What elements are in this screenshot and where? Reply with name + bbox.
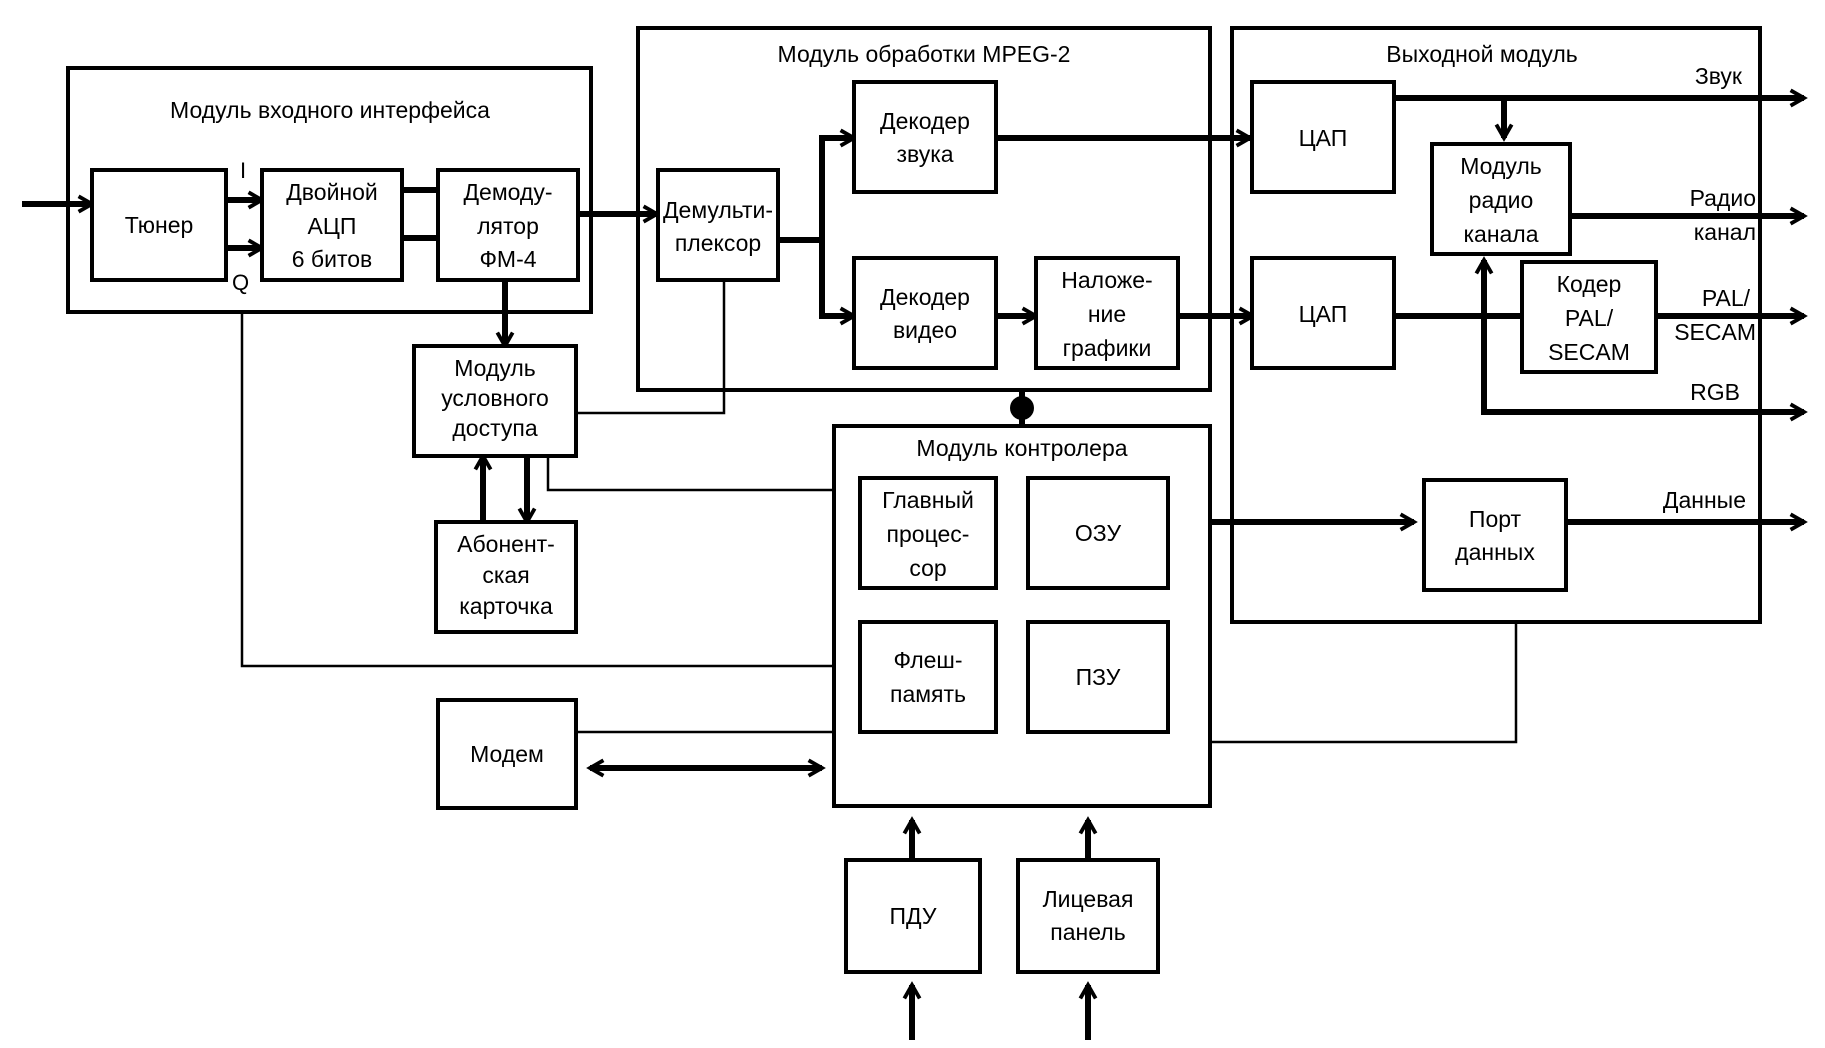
svg-text:доступа: доступа (452, 415, 537, 441)
rgb-out-arrow (1481, 316, 1808, 422)
svg-text:Абонент-: Абонент- (457, 531, 555, 557)
svg-text:Порт: Порт (1469, 506, 1522, 532)
svg-text:Кодер: Кодер (1557, 271, 1622, 297)
svg-text:PAL/: PAL/ (1565, 305, 1614, 331)
svg-text:сор: сор (909, 555, 946, 581)
tuner-block: Тюнер (90, 168, 228, 282)
svg-text:память: память (890, 681, 966, 707)
conditional-access-block: Модуль условного доступа (412, 344, 578, 458)
svg-text:SECAM: SECAM (1548, 339, 1630, 365)
svg-text:видео: видео (893, 317, 957, 343)
mpeg-module-frame (636, 26, 1212, 392)
svg-text:Модем: Модем (470, 741, 544, 767)
svg-text:Двойной: Двойной (286, 179, 378, 205)
radio-out-label-2: канал (1694, 219, 1756, 245)
adc-block: Двойной АЦП 6 битов (260, 168, 404, 282)
front-panel-block: Лицевая панель (1016, 858, 1160, 974)
bus-connector-node (1010, 396, 1034, 420)
data-out-label: Данные (1663, 487, 1746, 513)
svg-text:ние: ние (1088, 301, 1126, 327)
demux-to-access-line (576, 282, 726, 415)
svg-text:ПЗУ: ПЗУ (1076, 664, 1121, 690)
pal-encoder-block: Кодер PAL/ SECAM (1520, 260, 1658, 374)
mpeg-module-title: Модуль обработки MPEG-2 (778, 41, 1071, 67)
svg-text:лятор: лятор (477, 213, 539, 239)
svg-text:Демульти-: Демульти- (663, 197, 773, 223)
svg-text:Наложе-: Наложе- (1061, 267, 1152, 293)
demux-video-line (819, 240, 858, 326)
graphics-overlay-block: Наложе- ние графики (1034, 256, 1180, 370)
svg-text:Лицевая: Лицевая (1043, 886, 1134, 912)
svg-text:Модуль: Модуль (1460, 153, 1542, 179)
svg-text:условного: условного (441, 385, 549, 411)
svg-text:плексор: плексор (675, 230, 761, 256)
demodulator-block: Демоду- лятор ФМ-4 (436, 168, 580, 282)
flash-memory-block: Флеш- память (858, 620, 998, 734)
output-module-title: Выходной модуль (1386, 41, 1577, 67)
pal-out-label-1: PAL/ (1702, 285, 1751, 311)
remote-control-block: ПДУ (844, 858, 982, 974)
svg-text:Главный: Главный (882, 487, 974, 513)
svg-text:канала: канала (1463, 221, 1538, 247)
demux-branch-line (778, 128, 858, 243)
svg-text:Модуль: Модуль (454, 355, 536, 381)
sound-out-label: Звук (1695, 63, 1743, 89)
pal-out-label-2: SECAM (1674, 319, 1756, 345)
data-port-block: Порт данных (1422, 478, 1568, 592)
i-signal-label: I (240, 158, 246, 183)
svg-text:Декодер: Декодер (880, 108, 970, 134)
output-module-frame (1230, 26, 1762, 624)
radio-out-label-1: Радио (1690, 185, 1756, 211)
audio-dac-block: ЦАП (1250, 80, 1396, 194)
input-to-controller-line (240, 312, 834, 668)
q-signal-label: Q (232, 270, 249, 295)
main-processor-block: Главный процес- сор (858, 476, 998, 590)
rom-block: ПЗУ (1026, 620, 1170, 734)
svg-text:ЦАП: ЦАП (1299, 125, 1348, 151)
controller-to-output-line (1210, 622, 1518, 744)
demultiplexer-block: Демульти- плексор (656, 168, 780, 282)
access-to-controller-line (546, 456, 834, 492)
svg-text:6 битов: 6 битов (292, 246, 373, 272)
controller-module-title: Модуль контролера (916, 435, 1127, 461)
input-module-frame (66, 66, 593, 314)
svg-text:радио: радио (1469, 187, 1534, 213)
svg-text:ОЗУ: ОЗУ (1075, 520, 1122, 546)
svg-text:панель: панель (1050, 919, 1125, 945)
svg-text:процес-: процес- (887, 521, 970, 547)
svg-text:Флеш-: Флеш- (893, 647, 962, 673)
modem-block: Модем (436, 698, 578, 810)
svg-text:графики: графики (1063, 335, 1152, 361)
svg-text:данных: данных (1455, 539, 1535, 565)
ram-block: ОЗУ (1026, 476, 1170, 590)
svg-text:звука: звука (896, 141, 953, 167)
svg-text:Тюнер: Тюнер (125, 212, 194, 238)
video-decoder-block: Декодер видео (852, 256, 998, 370)
audio-decoder-block: Декодер звука (852, 80, 998, 194)
radio-module-block: Модуль радио канала (1430, 142, 1572, 256)
input-module-title: Модуль входного интерфейса (170, 97, 490, 123)
svg-text:ЦАП: ЦАП (1299, 301, 1348, 327)
svg-text:АЦП: АЦП (308, 213, 357, 239)
video-dac-block: ЦАП (1250, 256, 1396, 370)
rgb-out-label: RGB (1690, 379, 1740, 405)
svg-text:Демоду-: Демоду- (463, 179, 552, 205)
svg-text:ФМ-4: ФМ-4 (479, 246, 536, 272)
svg-text:Декодер: Декодер (880, 284, 970, 310)
svg-text:карточка: карточка (459, 593, 553, 619)
svg-text:ская: ская (482, 562, 529, 588)
svg-text:ПДУ: ПДУ (890, 903, 937, 929)
subscriber-card-block: Абонент- ская карточка (434, 520, 578, 634)
